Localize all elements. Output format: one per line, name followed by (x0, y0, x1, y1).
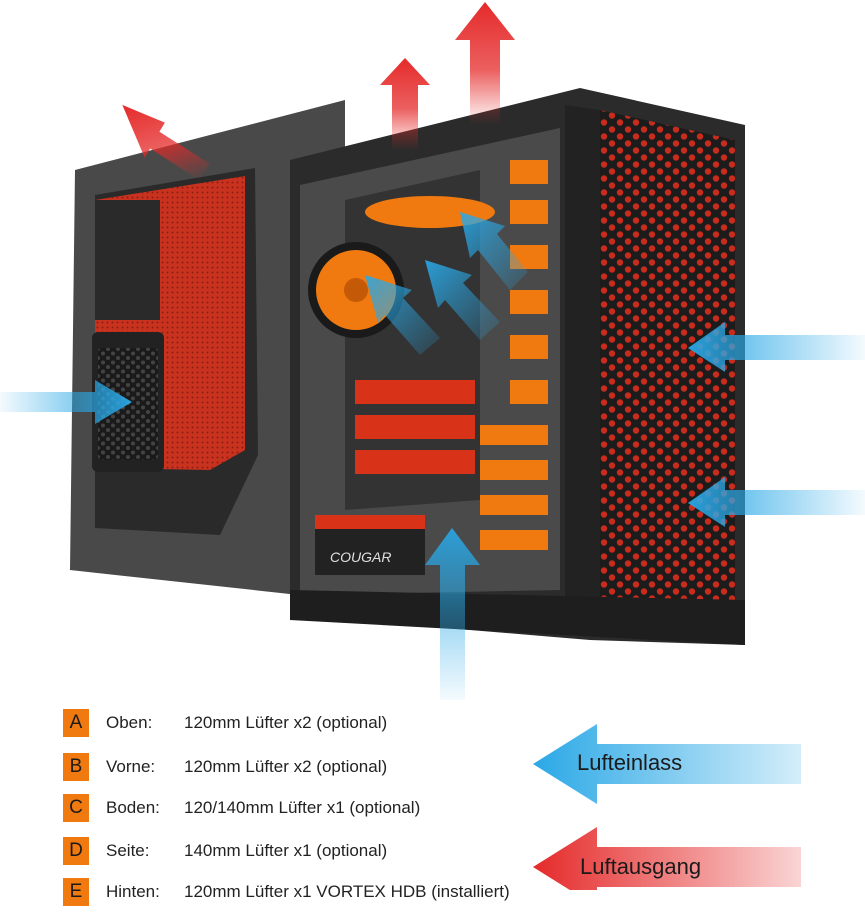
legend-row-e: E Hinten: 120mm Lüfter x1 VORTEX HDB (in… (63, 877, 510, 907)
legend-row-d: D Seite: 140mm Lüfter x1 (optional) (63, 836, 387, 866)
legend-description: 120mm Lüfter x2 (optional) (184, 757, 388, 776)
legend-position: Hinten: (106, 882, 160, 901)
exhaust-callout-arrow (533, 827, 801, 890)
callout-arrows (533, 724, 801, 890)
legend-letter: C (63, 794, 89, 822)
legend-position: Seite: (106, 841, 150, 860)
legend-letter: E (63, 878, 89, 906)
intake-arrows (0, 212, 865, 700)
psu-brand: COUGAR (330, 549, 391, 565)
legend-description: 120/140mm Lüfter x1 (optional) (184, 798, 421, 817)
case-body: COUGAR (290, 88, 745, 645)
legend-row-b: B Vorne: 120mm Lüfter x2 (optional) (63, 752, 387, 782)
legend-letter: A (63, 709, 89, 737)
legend-description: 140mm Lüfter x1 (optional) (184, 841, 388, 860)
legend-description: 120mm Lüfter x2 (optional) (184, 713, 388, 732)
legend-position: Oben: (106, 713, 153, 732)
legend-position: Boden: (106, 798, 160, 817)
legend-letter: D (63, 837, 89, 865)
exhaust-arrows (122, 2, 515, 180)
legend-letter: B (63, 753, 89, 781)
intake-callout-arrow (533, 724, 801, 804)
legend-position: Vorne: (106, 757, 156, 776)
airflow-diagram: COUGAR (0, 2, 865, 700)
legend-row-a: A Oben: 120mm Lüfter x2 (optional) (63, 708, 387, 738)
legend-description: 120mm Lüfter x1 VORTEX HDB (installiert) (184, 882, 510, 901)
exhaust-label: Luftausgang (580, 854, 702, 879)
legend-row-c: C Boden: 120/140mm Lüfter x1 (optional) (63, 793, 420, 823)
side-panel (70, 100, 345, 600)
intake-label: Lufteinlass (577, 750, 683, 775)
